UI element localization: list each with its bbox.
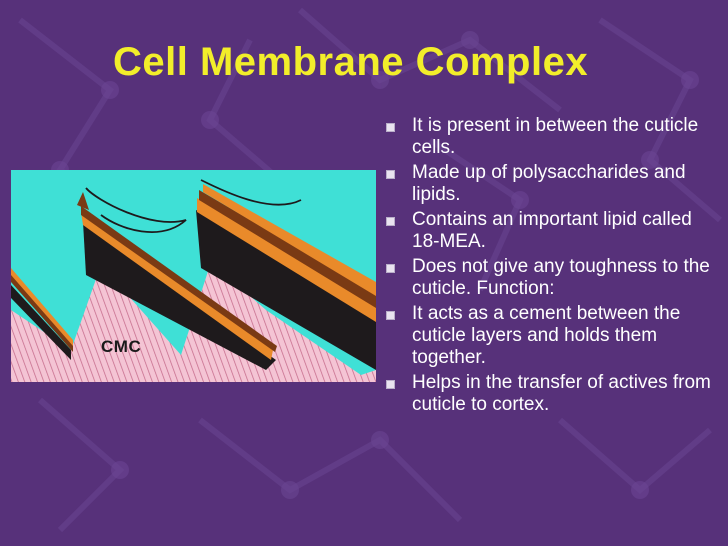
bullet-text: It acts as a cement between the cuticle … [412, 303, 681, 368]
bullet-item: Does not give any toughness to the cutic… [386, 256, 722, 300]
strand-line [200, 179, 302, 206]
bullet-item: Helps in the transfer of actives from cu… [386, 372, 722, 416]
bullet-text: It is present in between the cuticle cel… [412, 115, 699, 158]
slide-title: Cell Membrane Complex [113, 40, 589, 84]
cuticle-scale-right [196, 184, 376, 370]
bullet-item: It is present in between the cuticle cel… [386, 115, 722, 159]
bullet-square-icon [386, 170, 395, 179]
cuticle-scale-middle [77, 192, 277, 370]
bullet-list: It is present in between the cuticle cel… [386, 115, 722, 419]
cuticle-scale-left [11, 268, 73, 360]
bullet-text: Made up of polysaccharides and lipids. [412, 162, 686, 205]
bullet-item: It acts as a cement between the cuticle … [386, 303, 722, 369]
bullet-square-icon [386, 123, 395, 132]
cmc-label: CMC [101, 337, 142, 356]
bullet-item: Contains an important lipid called 18-ME… [386, 209, 722, 253]
bullet-text: Contains an important lipid called 18-ME… [412, 209, 692, 252]
bullet-text: Helps in the transfer of actives from cu… [412, 372, 711, 415]
bullet-text: Does not give any toughness to the cutic… [412, 256, 710, 299]
bullet-square-icon [386, 380, 395, 389]
bullet-square-icon [386, 217, 395, 226]
bullet-item: Made up of polysaccharides and lipids. [386, 162, 722, 206]
strand-line [85, 187, 187, 233]
cuticle-diagram [11, 170, 376, 382]
bullet-square-icon [386, 264, 395, 273]
bullet-square-icon [386, 311, 395, 320]
